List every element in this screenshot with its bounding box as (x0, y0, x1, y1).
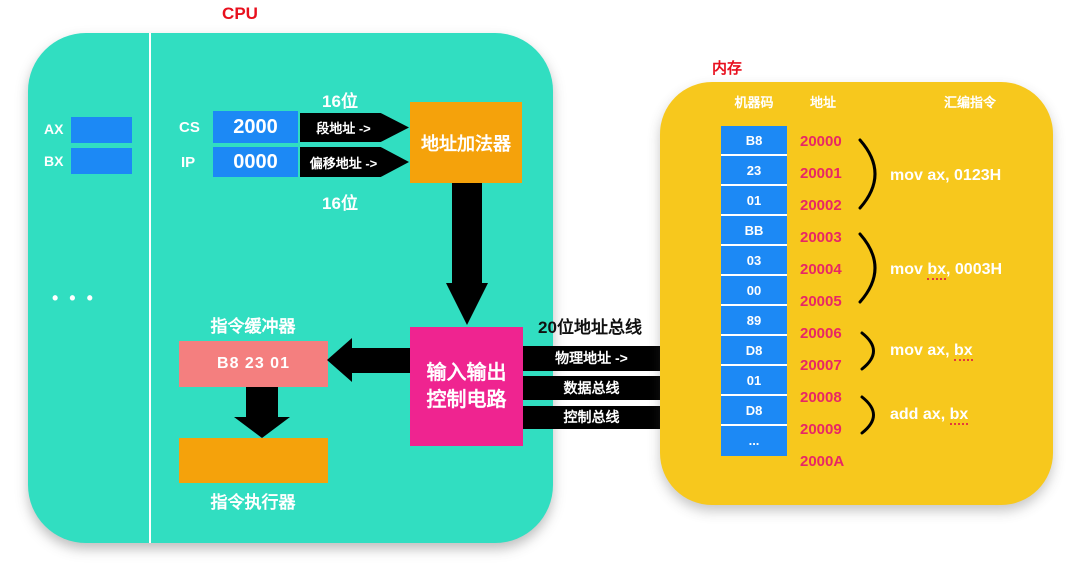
memory-address: 2000A (800, 453, 845, 470)
more-registers-ellipsis: ••• (52, 288, 104, 308)
asm-text: mov (890, 261, 928, 278)
instruction-executor-box (179, 438, 328, 483)
assembly-instruction: mov ax, 0123H (890, 164, 1001, 188)
machine-code-column: B8 23 01 BB 03 00 89 D8 01 D8 ... (721, 126, 787, 456)
assembly-instruction: mov ax, bx (890, 339, 973, 363)
asm-operand: bx (949, 406, 969, 425)
register-cs-label: CS (179, 119, 200, 136)
memory-title: 内存 (712, 60, 743, 77)
memory-cell: 01 (721, 186, 787, 216)
assembly-instruction: mov bx, 0003H (890, 258, 1002, 282)
memory-address: 20003 (800, 229, 842, 246)
memory-address: 20000 (800, 133, 842, 150)
header-assembly: 汇编指令 (943, 95, 996, 110)
asm-operand: bx (927, 261, 947, 280)
register-cs-value: 2000 (213, 111, 298, 143)
memory-address: 20008 (800, 389, 842, 406)
asm-text: mov ax, 0123H (890, 167, 1002, 184)
memory-cell: B8 (721, 126, 787, 156)
group-brace-3 (860, 331, 875, 371)
cpu-divider-line (149, 33, 151, 543)
register-bx-box (71, 148, 132, 174)
memory-cell: ... (721, 426, 787, 456)
memory-address: 20007 (800, 357, 842, 374)
address-adder-box: 地址加法器 (410, 102, 522, 183)
asm-operand: bx (954, 342, 973, 361)
instruction-buffer-title: 指令缓冲器 (210, 317, 296, 336)
memory-cell: 03 (721, 246, 787, 276)
instruction-buffer-box: B8 23 01 (179, 341, 328, 387)
bit-width-label-bottom: 16位 (322, 194, 358, 213)
cpu-title: CPU (222, 4, 258, 23)
memory-address: 20002 (800, 197, 842, 214)
io-to-buffer-connector (351, 348, 410, 373)
buffer-to-executor-connector (246, 387, 278, 418)
memory-cell: 89 (721, 306, 787, 336)
address-bus-width-label: 20位地址总线 (538, 318, 642, 337)
header-address: 地址 (809, 95, 836, 110)
memory-cell: BB (721, 216, 787, 246)
group-brace-2 (858, 232, 877, 304)
memory-address: 20001 (800, 165, 842, 182)
io-control-line1: 输入输出 (426, 361, 507, 384)
assembly-instruction: add ax, bx (890, 403, 969, 427)
memory-address: 20004 (800, 261, 842, 278)
register-ip-label: IP (181, 154, 196, 171)
header-machine-code: 机器码 (734, 95, 774, 110)
memory-cell: D8 (721, 396, 787, 426)
down-arrowhead-icon (446, 283, 488, 325)
io-control-line2: 控制电路 (426, 388, 507, 411)
memory-cell: 00 (721, 276, 787, 306)
memory-cell: 01 (721, 366, 787, 396)
register-ip-value: 0000 (213, 147, 298, 177)
asm-text: add ax, (890, 406, 950, 423)
memory-cell: D8 (721, 336, 787, 366)
group-brace-1 (858, 138, 877, 210)
bit-width-label-top: 16位 (322, 92, 358, 111)
memory-cell: 23 (721, 156, 787, 186)
memory-address: 20009 (800, 421, 842, 438)
register-ax-box (71, 117, 132, 143)
io-control-box: 输入输出 控制电路 (410, 327, 523, 446)
control-bus-bar: 控制总线 (523, 406, 660, 429)
adder-to-io-connector (452, 183, 482, 284)
down-arrowhead2-icon (234, 417, 290, 438)
physical-address-bus-bar: 物理地址 -> (523, 346, 660, 371)
address-column: 20000 20001 20002 20003 20004 20005 2000… (800, 126, 870, 478)
memory-address: 20006 (800, 325, 842, 342)
data-bus-bar: 数据总线 (523, 376, 660, 400)
register-ax-label: AX (44, 121, 64, 137)
instruction-executor-title: 指令执行器 (210, 493, 296, 512)
register-bx-label: BX (44, 153, 64, 169)
group-brace-4 (860, 395, 875, 435)
asm-text: , 0003H (946, 261, 1003, 278)
memory-address: 20005 (800, 293, 842, 310)
asm-text: mov ax, (890, 342, 955, 359)
left-arrowhead-icon (327, 338, 352, 382)
